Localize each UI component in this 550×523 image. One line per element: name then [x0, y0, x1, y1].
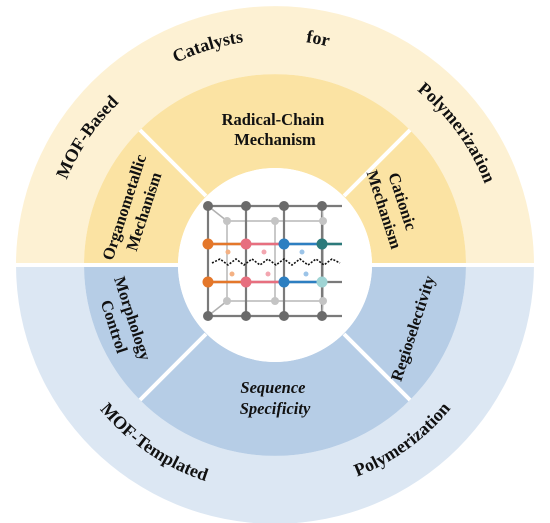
outer-top-title-3: for: [305, 26, 332, 50]
top-outer-ring: [16, 6, 534, 266]
mof-lattice-icon: [202, 201, 342, 321]
segment-sequence: Sequence Specificity: [240, 378, 311, 418]
top-inner-ring: [84, 74, 466, 265]
bottom-outer-ring: [16, 265, 534, 523]
outer-top-word-3: for: [305, 26, 332, 50]
bottom-inner-ring: [84, 265, 466, 456]
segment-radical-chain: Radical-Chain Mechanism: [222, 110, 329, 149]
